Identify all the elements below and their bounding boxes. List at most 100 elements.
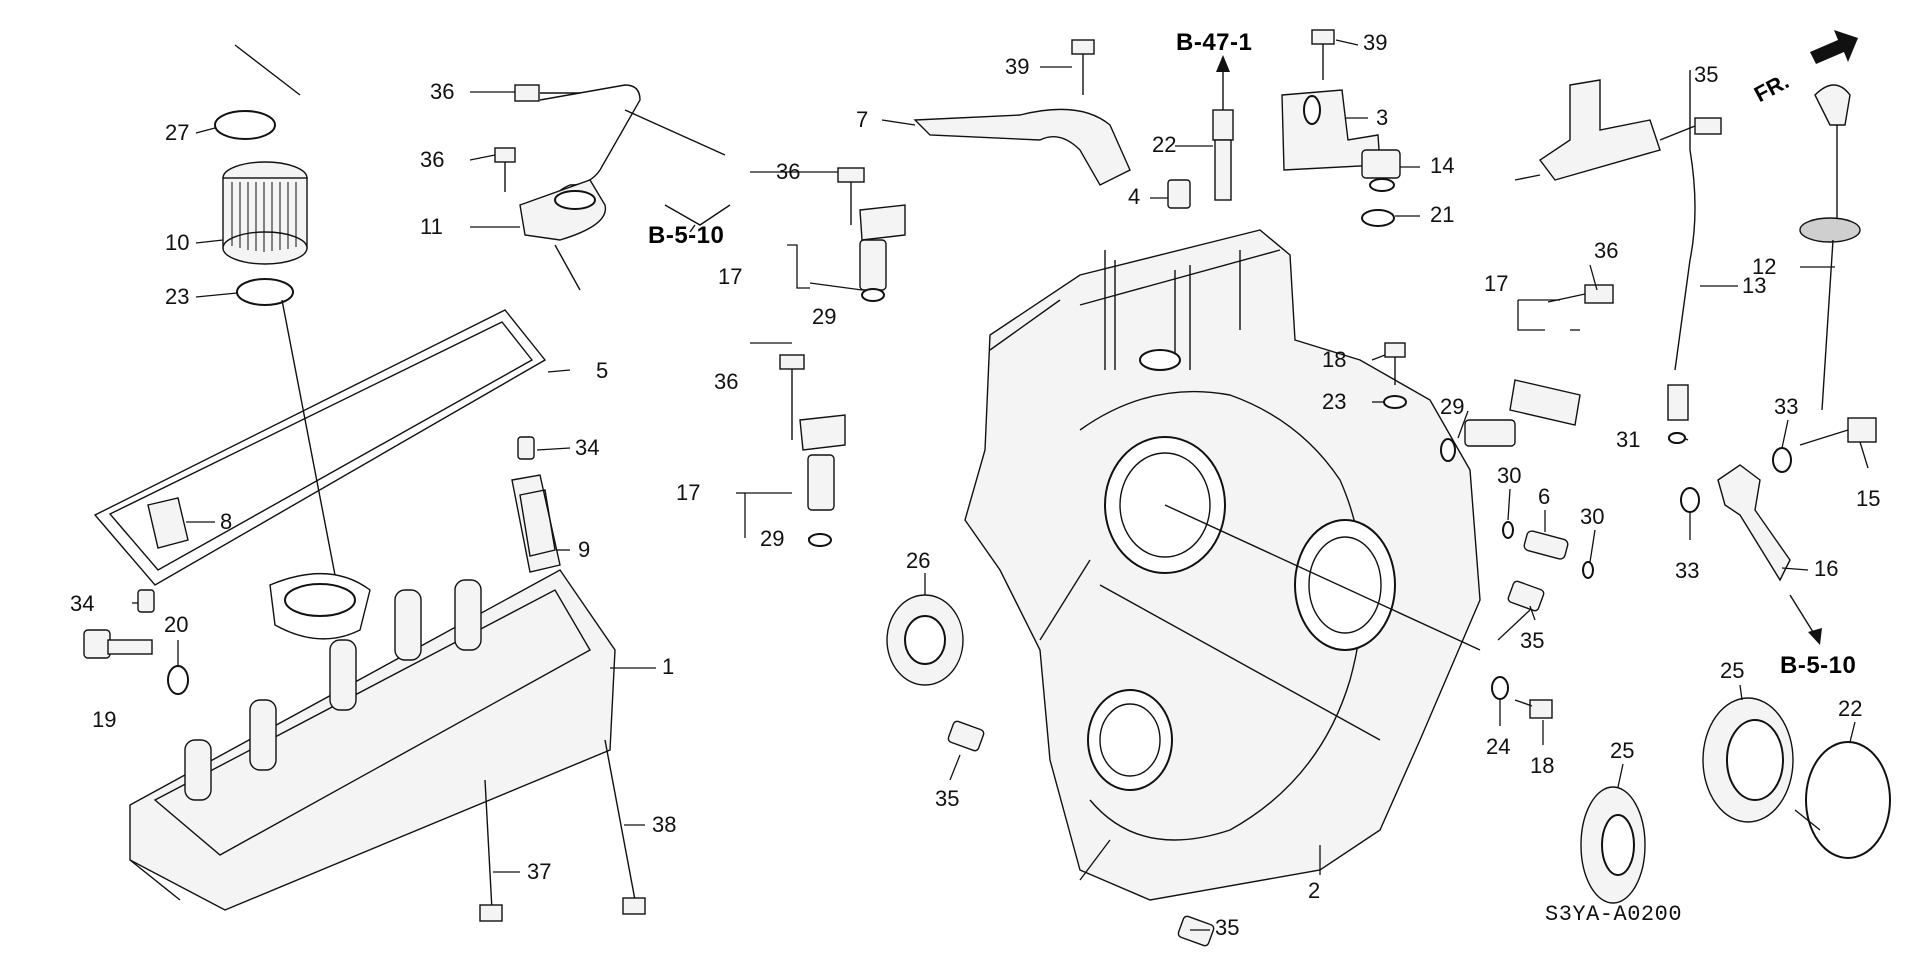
bolt-18-lower <box>1514 699 1553 719</box>
atf-pipe-11 <box>519 84 726 291</box>
callout-10: 10 <box>165 230 190 255</box>
callout-26: 25 <box>1720 658 1745 683</box>
bolt-38 <box>604 739 646 915</box>
washer-31 <box>1668 432 1686 444</box>
callout-6: 6 <box>1538 484 1551 509</box>
callout-4: 4 <box>1128 184 1141 209</box>
washer-21 <box>1361 209 1395 227</box>
drain-bolt-19 <box>83 629 153 659</box>
washer-22 <box>167 665 189 695</box>
callout-34-lower: 34 <box>70 591 95 616</box>
washer-23-lower <box>1491 676 1509 700</box>
callout-36-sensor-right: 36 <box>1594 238 1619 263</box>
callout-14: 14 <box>1430 153 1455 178</box>
callout-30-right: 30 <box>1580 504 1605 529</box>
callout-36-pipe: 36 <box>420 147 445 172</box>
callout-35-left: 35 <box>935 786 960 811</box>
callout-24: 22 <box>1838 696 1863 721</box>
callout-36-bracket: 35 <box>1694 62 1719 87</box>
callout-21: 21 <box>1430 202 1455 227</box>
callout-16: 15 <box>1856 486 1881 511</box>
bearing-25 <box>1580 786 1646 904</box>
callout-37: 37 <box>527 859 552 884</box>
callout-36-sensor-lower: 36 <box>714 369 739 394</box>
callout-22: 20 <box>164 612 189 637</box>
callout-35-bottom: 35 <box>1215 915 1240 940</box>
callout-36-sensor-upper: 36 <box>776 159 801 184</box>
oil-seal-27 <box>886 594 964 686</box>
callout-36-pipe-top: 36 <box>430 79 455 104</box>
callout-34-upper: 34 <box>575 435 600 460</box>
bracket-7 <box>913 108 1131 186</box>
callout-12: 12 <box>1752 254 1777 279</box>
callout-33-upper: 33 <box>1774 394 1799 419</box>
plug-14 <box>1361 149 1401 192</box>
washer-30-right <box>1582 561 1594 579</box>
sensor-20 <box>1212 55 1234 201</box>
pipe-bracket <box>1514 79 1661 181</box>
bracket-3 <box>1281 89 1381 171</box>
washer-23-upper <box>1383 395 1407 409</box>
bolt-36-bracket <box>1659 117 1722 141</box>
o-ring-28 <box>236 278 294 306</box>
callout-29-right: 29 <box>1440 394 1465 419</box>
callout-23-upper: 23 <box>1322 389 1347 414</box>
callout-17-upper: 17 <box>718 264 743 289</box>
callout-20: 22 <box>1152 132 1177 157</box>
dipstick-pipe-13 <box>1667 70 1696 444</box>
callout-18-lower: 18 <box>1530 753 1555 778</box>
ref-arrow-b510-left <box>664 204 731 233</box>
dowel-6 <box>1523 530 1569 560</box>
speed-sensor-17-lower <box>779 354 846 547</box>
dowel-4 <box>1167 179 1191 209</box>
callout-11: 11 <box>420 214 443 239</box>
callout-17-lower: 17 <box>676 480 701 505</box>
callout-9: 9 <box>578 537 591 562</box>
dowel-35-left <box>947 720 985 752</box>
callout-18-upper: 18 <box>1322 347 1347 372</box>
bearing-26 <box>1702 697 1794 823</box>
callout-32: 27 <box>165 120 190 145</box>
bolt-39-right <box>1311 29 1335 80</box>
callout-38: 38 <box>652 812 677 837</box>
gasket-5 <box>93 299 547 586</box>
oil-filter-10 <box>222 161 308 265</box>
fr-arrow <box>1810 30 1858 64</box>
callout-3: 3 <box>1376 105 1389 130</box>
callout-17-right: 17 <box>1484 271 1509 296</box>
callout-2: 2 <box>1308 878 1321 903</box>
callout-25: 25 <box>1610 738 1635 763</box>
speed-sensor-17-upper <box>837 167 906 302</box>
snap-ring-24 <box>1794 741 1891 859</box>
dowel-35-right <box>1507 580 1545 612</box>
dowel-34a <box>517 436 535 460</box>
bolt-18-upper <box>1384 342 1406 385</box>
dowel-35-bottom <box>1177 915 1215 947</box>
callout-19: 19 <box>92 707 117 732</box>
ref-arrow-b510-right <box>1789 594 1822 645</box>
washer-33-upper <box>1772 447 1792 473</box>
callout-5: 5 <box>596 358 609 383</box>
callout-1: 1 <box>662 654 675 679</box>
callout-15: 16 <box>1814 556 1839 581</box>
bolt-36-pipe-top <box>514 84 580 102</box>
bolt-16 <box>1799 417 1877 446</box>
diagram-code: S3YA-A0200 <box>1545 902 1683 927</box>
callout-30-left: 30 <box>1497 463 1522 488</box>
dipstick-12 <box>1799 84 1861 411</box>
filter-screen-9 <box>511 474 561 573</box>
ref-b-47-1: B-47-1 <box>1176 29 1253 56</box>
callout-39-left: 39 <box>1005 54 1030 79</box>
callout-28: 23 <box>165 284 190 309</box>
bolt-37 <box>479 779 503 922</box>
callout-33-lower: 33 <box>1675 558 1700 583</box>
callout-29-lower: 29 <box>760 526 785 551</box>
ref-b-5-10-right: B-5-10 <box>1780 652 1857 679</box>
washer-33-lower <box>1680 487 1700 513</box>
speed-sensor-17-right <box>1440 284 1614 462</box>
leader-lines <box>132 39 1869 931</box>
callout-29-upper: 29 <box>812 304 837 329</box>
o-ring-32 <box>214 44 301 140</box>
callout-23-lower: 24 <box>1486 734 1511 759</box>
